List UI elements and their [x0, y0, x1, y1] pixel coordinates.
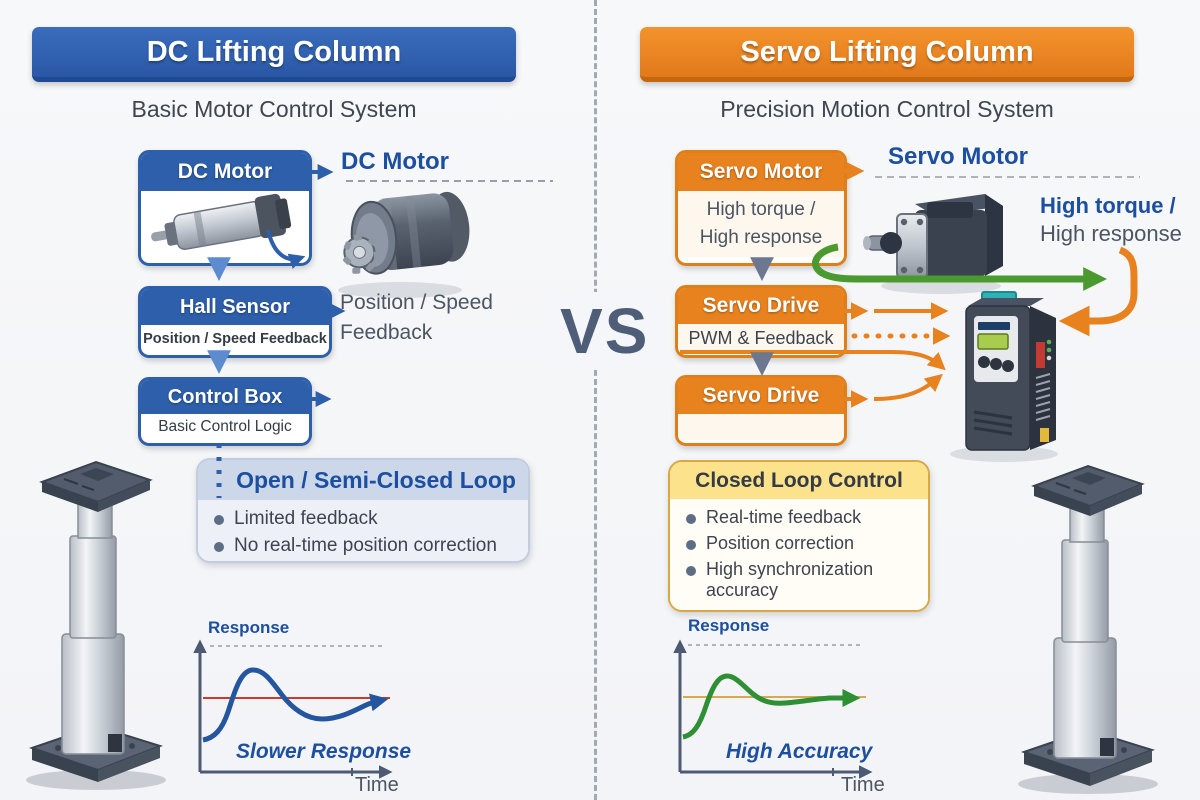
dc-motor-box: DC Motor	[138, 150, 312, 266]
servo-note-line1: High torque /	[1040, 193, 1176, 218]
servo-drive-1-body: PWM & Feedback	[678, 324, 844, 352]
dc-motor-icon	[151, 193, 292, 251]
closed-loop-box: Closed Loop Control Real-time feedback P…	[668, 460, 930, 612]
bullet-icon	[686, 540, 696, 550]
right-graph-ylabel: Response	[688, 616, 770, 635]
dc-motor-illustration	[338, 191, 470, 298]
left-subtitle: Basic Motor Control System	[131, 96, 417, 122]
servo-drive-box-1: Servo Drive PWM & Feedback	[675, 285, 847, 358]
dc-motor-box-title: DC Motor	[141, 153, 309, 191]
list-item: Position correction	[686, 533, 928, 554]
merge-path-b	[873, 373, 943, 401]
left-graph-caption: Slower Response	[236, 740, 412, 763]
closed-loop-title: Closed Loop Control	[670, 462, 928, 499]
hall-sensor-body: Position / Speed Feedback	[143, 330, 327, 347]
hall-sensor-title: Hall Sensor	[141, 289, 329, 325]
list-item: Real-time feedback	[686, 507, 928, 528]
left-title-banner: DC Lifting Column	[32, 27, 516, 82]
vs-label: VS	[548, 292, 662, 370]
bullet-icon	[686, 514, 696, 524]
list-item: No real-time position correction	[214, 535, 528, 557]
servo-drive-illustration	[950, 291, 1058, 462]
open-loop-title: Open / Semi-Closed Loop	[198, 460, 528, 500]
bullet-icon	[214, 542, 224, 552]
bullet-icon	[686, 566, 696, 576]
right-response-curve	[682, 673, 861, 740]
control-box-title: Control Box	[141, 380, 309, 414]
servo-drive-1-title: Servo Drive	[678, 288, 844, 324]
servo-motor-box-body: High torque / High response	[678, 191, 844, 257]
servo-drive-2-title: Servo Drive	[678, 378, 844, 414]
list-item: High synchronization accuracy	[686, 559, 896, 601]
dc-lifting-column-illustration	[26, 460, 166, 790]
left-response-curve	[202, 667, 389, 743]
right-title: Servo Lifting Column	[740, 35, 1034, 68]
orange-return-arrow	[1058, 246, 1138, 337]
control-box: Control Box Basic Control Logic	[138, 377, 312, 446]
left-graph-ylabel: Response	[208, 618, 290, 637]
servo-lifting-column-illustration	[1018, 464, 1158, 794]
servo-motor-label: Servo Motor	[888, 143, 1029, 170]
right-graph-caption: High Accuracy	[726, 740, 873, 763]
right-graph-xlabel: Time	[841, 774, 885, 796]
left-title: DC Lifting Column	[146, 35, 402, 68]
servo-drive-2-body	[678, 414, 844, 440]
dc-motor-label: DC Motor	[341, 148, 449, 175]
control-box-body: Basic Control Logic	[158, 418, 292, 435]
servo-note-line2: High response	[1040, 221, 1182, 246]
center-dashed-divider	[594, 0, 597, 800]
feedback-note: Position / Speed Feedback	[340, 288, 493, 348]
hall-sensor-box: Hall Sensor Position / Speed Feedback	[138, 286, 332, 358]
open-loop-box: Open / Semi-Closed Loop Limited feedback…	[196, 458, 530, 563]
servo-drive-box-2: Servo Drive	[675, 375, 847, 446]
list-item: Limited feedback	[214, 508, 528, 530]
right-title-banner: Servo Lifting Column	[640, 27, 1134, 82]
servo-motor-illustration	[863, 194, 1003, 294]
right-subtitle: Precision Motion Control System	[720, 96, 1054, 122]
servo-motor-box-title: Servo Motor	[678, 153, 844, 191]
bullet-icon	[214, 515, 224, 525]
closed-loop-bullets: Real-time feedback Position correction H…	[670, 499, 928, 610]
left-graph-xlabel: Time	[355, 774, 399, 796]
open-loop-bullets: Limited feedback No real-time position c…	[198, 500, 528, 561]
servo-motor-box: Servo Motor High torque / High response	[675, 150, 847, 266]
feedback-note-line1: Position / Speed	[340, 291, 493, 314]
feedback-note-line2: Feedback	[340, 320, 433, 344]
